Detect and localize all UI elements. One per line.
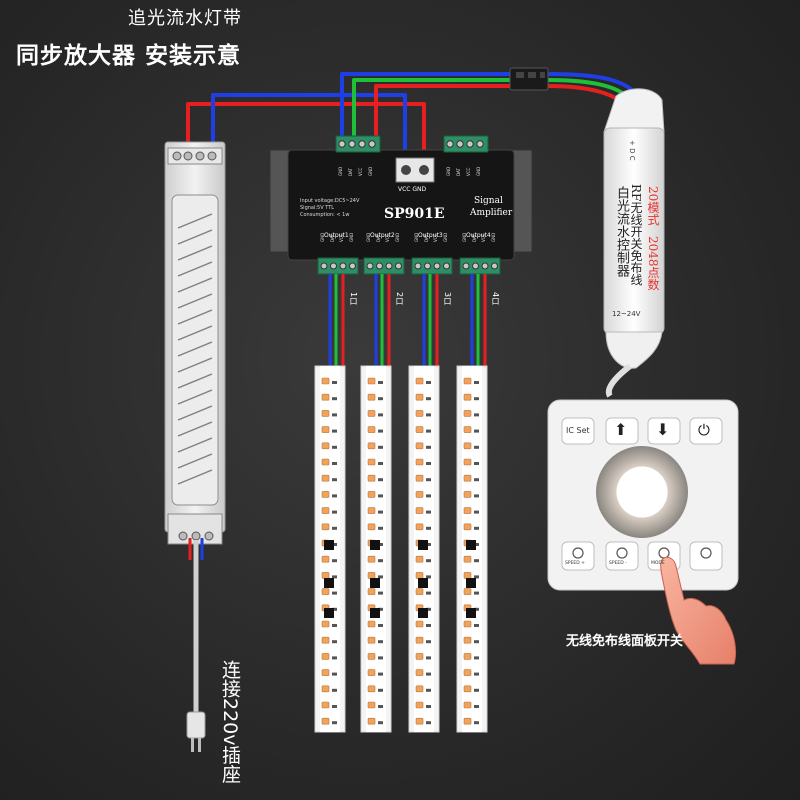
panel-button-label[interactable]: SPEED + <box>565 561 585 566</box>
amp-spec-voltage: Input voltage:DC5~24V <box>300 198 359 204</box>
amp-output-label: Output1 <box>324 232 349 239</box>
controller-pins: + D C <box>628 140 636 161</box>
output-wires <box>330 274 485 368</box>
amp-label-line2: Amplifier <box>470 208 512 218</box>
led-strips <box>315 366 487 732</box>
amp-input-pin-label: DAT <box>456 168 461 176</box>
amp-label-line1: Signal <box>474 196 503 206</box>
led-strip <box>409 366 439 732</box>
amp-output-tag: 2口 <box>394 292 405 305</box>
amp-output-pin-label: GND <box>395 233 400 242</box>
panel-down-icon[interactable]: ⬇ <box>656 420 669 439</box>
ac-cord <box>187 538 205 752</box>
amp-output-pin-label: DAT <box>376 234 381 242</box>
amp-spec-consumption: Consumption: < 1w <box>300 212 349 218</box>
page-subtitle: 同步放大器 安装示意 <box>16 36 241 70</box>
amp-input-pin-label: GND <box>338 167 343 176</box>
panel-ic-set-button[interactable]: IC Set <box>566 426 590 435</box>
panel-power-icon[interactable]: ⏻ <box>698 421 710 439</box>
led-strip <box>361 366 391 732</box>
amp-output-pin-label: GND <box>320 233 325 242</box>
panel-up-icon[interactable]: ⬆ <box>614 420 627 439</box>
controller-points: 2048点数 <box>645 236 662 291</box>
amp-input-pin-label: GND <box>446 167 451 176</box>
amp-output-label: Output4 <box>466 232 491 239</box>
amp-input-pin-label: GND <box>476 167 481 176</box>
panel-caption: 无线免布线面板开关 <box>566 630 683 649</box>
amp-model: SP901E <box>384 206 445 222</box>
led-strip <box>457 366 487 732</box>
jst-connector <box>510 68 548 90</box>
panel-button-label[interactable]: SPEED - <box>609 561 627 566</box>
controller-modes: 20模式 <box>645 186 662 225</box>
amp-output-tag: 1口 <box>348 292 359 305</box>
amp-input-pin-label: VCC <box>466 168 471 176</box>
amp-output-label: Output2 <box>370 232 395 239</box>
power-supply <box>165 142 225 544</box>
amp-output-label: Output3 <box>418 232 443 239</box>
amp-output-tag: 3口 <box>442 292 453 305</box>
amp-output-pin-label: VCC <box>481 234 486 242</box>
controller-voltage: 12~24V <box>612 310 640 318</box>
amp-input-pin-label: VCC <box>358 168 363 176</box>
amp-output-pin-label: VCC <box>385 234 390 242</box>
led-strip <box>315 366 345 732</box>
amp-output-pin-label: VCC <box>339 234 344 242</box>
plug-caption: 连接220v插座 <box>218 660 242 784</box>
amp-input-pin-label: GND <box>368 167 373 176</box>
amp-output-pin-label: GND <box>491 233 496 242</box>
amp-output-pin-label: GND <box>366 233 371 242</box>
panel-button-label[interactable]: MODE <box>651 561 665 566</box>
page-title: 追光流水灯带 <box>128 4 242 30</box>
amp-output-pin-label: GND <box>443 233 448 242</box>
amp-power-terminal-label: VCC GND <box>398 186 426 193</box>
amp-output-pin-label: DAT <box>330 234 335 242</box>
amp-spec-signal: Signal:5V TTL <box>300 205 334 211</box>
amp-output-pin-label: GND <box>349 233 354 242</box>
amp-output-pin-label: VCC <box>433 234 438 242</box>
amp-output-tag: 4口 <box>490 292 501 305</box>
controller-line2: RF无线开关免布线 <box>628 184 645 285</box>
amp-output-pin-label: GND <box>414 233 419 242</box>
amp-output-pin-label: GND <box>462 233 467 242</box>
amp-output-pin-label: DAT <box>472 234 477 242</box>
amp-input-pin-label: DAT <box>348 168 353 176</box>
amp-output-pin-label: DAT <box>424 234 429 242</box>
psu-terminals-bottom <box>179 532 213 540</box>
